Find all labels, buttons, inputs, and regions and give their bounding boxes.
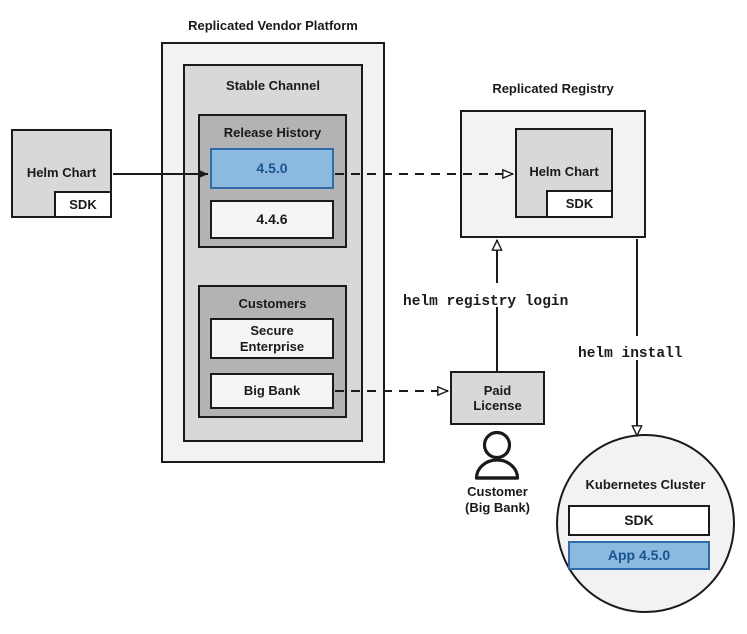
customer-actor-line2: (Big Bank): [465, 499, 530, 515]
release-version-current-label: 4.5.0: [256, 160, 288, 177]
registry-sdk-box: SDK: [546, 190, 613, 218]
source-sdk-label: SDK: [69, 196, 97, 212]
kubernetes-cluster-title: Kubernetes Cluster: [585, 477, 706, 492]
customer-secure-enterprise-line1: Secure: [250, 323, 294, 339]
person-icon: [474, 430, 520, 480]
cluster-item-sdk[interactable]: SDK: [568, 505, 710, 536]
paid-license-line2: License: [473, 398, 522, 413]
cluster-item-app-label: App 4.5.0: [607, 547, 671, 564]
cluster-item-app[interactable]: App 4.5.0: [568, 541, 710, 570]
release-version-previous[interactable]: 4.4.6: [210, 200, 334, 239]
paid-license-box: Paid License: [450, 371, 545, 425]
registry-helm-chart-label: Helm Chart: [529, 164, 599, 179]
release-history-title: Release History: [223, 125, 322, 140]
customer-big-bank-label: Big Bank: [243, 383, 301, 399]
helm-registry-login-command: helm registry login: [403, 294, 569, 310]
cluster-item-sdk-label: SDK: [624, 512, 654, 529]
customer-actor-line1: Customer: [467, 484, 528, 499]
source-helm-chart-label: Helm Chart: [26, 165, 97, 180]
customer-secure-enterprise-line2: Enterprise: [239, 338, 305, 354]
vendor-platform-title: Replicated Vendor Platform: [188, 18, 358, 33]
release-version-previous-label: 4.4.6: [256, 211, 288, 228]
registry-sdk-label: SDK: [565, 196, 594, 212]
customers-title: Customers: [238, 296, 307, 311]
helm-install-command: helm install: [578, 346, 683, 362]
stable-channel-title: Stable Channel: [226, 78, 320, 93]
customer-actor-caption: Customer (Big Bank): [440, 484, 555, 515]
source-sdk-box: SDK: [54, 191, 112, 218]
registry-title: Replicated Registry: [492, 81, 614, 96]
customer-big-bank[interactable]: Big Bank: [210, 373, 334, 409]
paid-license-line1: Paid: [483, 382, 512, 398]
customer-secure-enterprise[interactable]: Secure Enterprise: [210, 318, 334, 359]
release-version-current[interactable]: 4.5.0: [210, 148, 334, 189]
